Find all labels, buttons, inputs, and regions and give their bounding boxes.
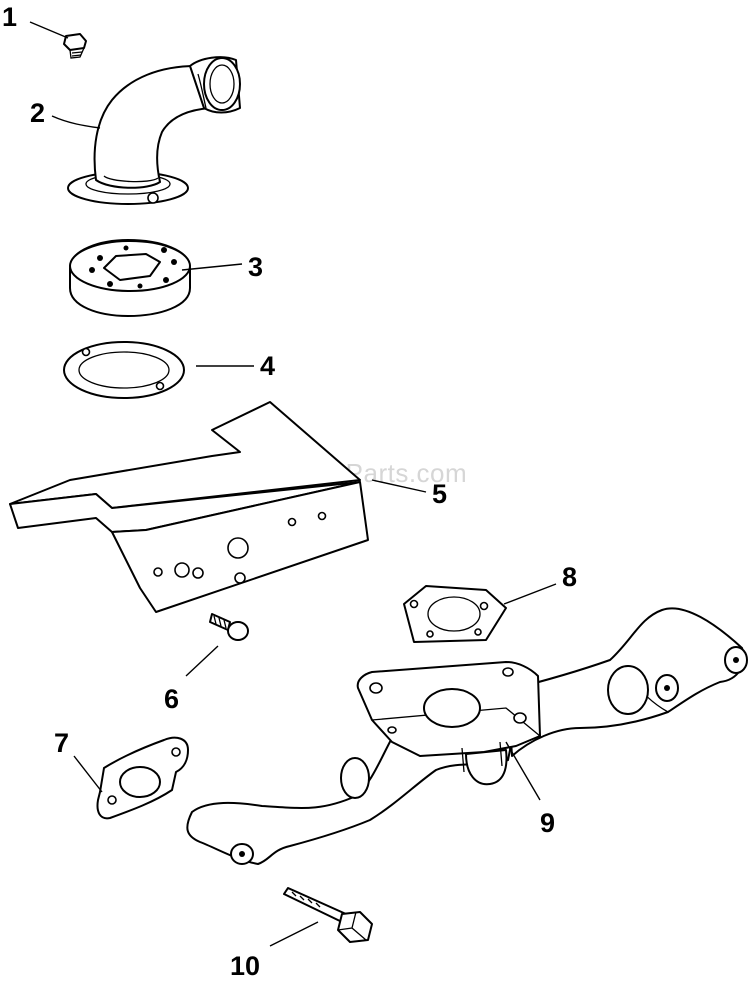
part-6-screw[interactable] xyxy=(209,613,249,641)
leader-line-10 xyxy=(269,921,319,947)
callout-numbers: 1 2 3 4 5 6 7 8 9 10 xyxy=(2,2,577,981)
part-10-bolt[interactable] xyxy=(283,887,373,943)
callout-6[interactable]: 6 xyxy=(164,684,179,714)
leader-line-1 xyxy=(29,21,69,39)
leader-line-9 xyxy=(505,741,541,801)
leader-line-5 xyxy=(371,479,427,493)
leader-line-7 xyxy=(73,755,103,793)
part-4-gasket[interactable] xyxy=(63,341,185,399)
callout-4[interactable]: 4 xyxy=(260,351,275,381)
leader-line-2 xyxy=(51,115,101,129)
part-8-gasket[interactable] xyxy=(403,585,507,643)
callout-3[interactable]: 3 xyxy=(248,252,263,282)
leader-line-3 xyxy=(181,263,243,271)
callout-9[interactable]: 9 xyxy=(540,808,555,838)
leader-lines xyxy=(29,21,557,947)
callout-10[interactable]: 10 xyxy=(230,951,260,981)
part-1-screw[interactable] xyxy=(63,33,87,59)
callout-1[interactable]: 1 xyxy=(2,2,17,32)
callout-5[interactable]: 5 xyxy=(432,479,447,509)
leader-line-8 xyxy=(503,583,557,605)
callout-7[interactable]: 7 xyxy=(54,728,69,758)
part-5-heat-shield[interactable] xyxy=(9,401,369,613)
leader-line-6 xyxy=(185,645,219,677)
callout-8[interactable]: 8 xyxy=(562,562,577,592)
part-3-spacer[interactable] xyxy=(69,239,191,317)
part-9-intake-manifold[interactable] xyxy=(186,607,748,865)
callout-2[interactable]: 2 xyxy=(30,98,45,128)
part-7-gasket[interactable] xyxy=(96,736,189,820)
part-2-elbow[interactable] xyxy=(67,56,241,205)
